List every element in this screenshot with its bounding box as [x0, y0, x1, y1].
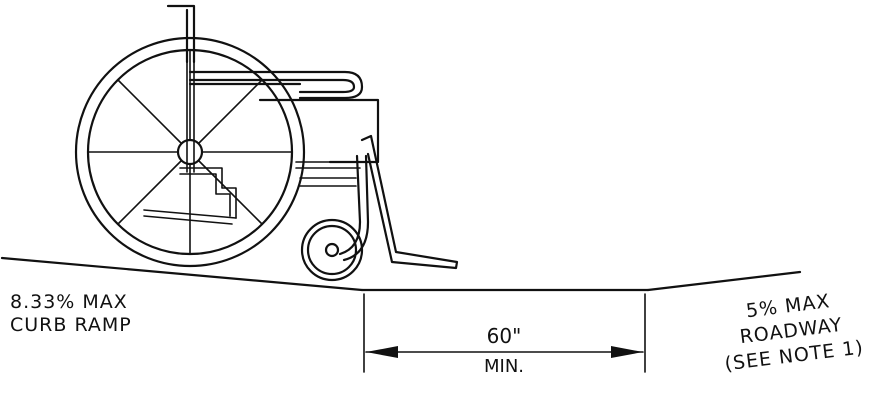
lower-frame — [143, 167, 237, 225]
front-caster — [300, 154, 370, 282]
roadway-slope-line — [646, 270, 802, 292]
dimension-landing-width: 60" MIN. — [363, 293, 646, 377]
curb-ramp-label: 8.33% MAX CURB RAMP — [10, 291, 132, 336]
roadway-label: 5% MAX ROADWAY (SEE NOTE 1) — [723, 290, 864, 375]
footrest — [360, 134, 459, 270]
dimension-qualifier: MIN. — [484, 356, 524, 377]
dimension-value: 60" — [487, 324, 522, 348]
arrowhead-left — [366, 346, 398, 358]
ground-profile — [0, 256, 802, 292]
arrowhead-right — [611, 346, 643, 358]
curb-ramp-slope-text: 8.33% MAX — [10, 291, 128, 313]
curb-ramp-slope-line — [0, 256, 364, 292]
backrest-frame — [166, 4, 196, 173]
armrest — [188, 70, 364, 100]
rear-wheel — [74, 36, 306, 268]
seat-frame — [258, 98, 380, 187]
curb-ramp-name-text: CURB RAMP — [10, 314, 132, 336]
wheelchair-drawing — [74, 4, 459, 282]
